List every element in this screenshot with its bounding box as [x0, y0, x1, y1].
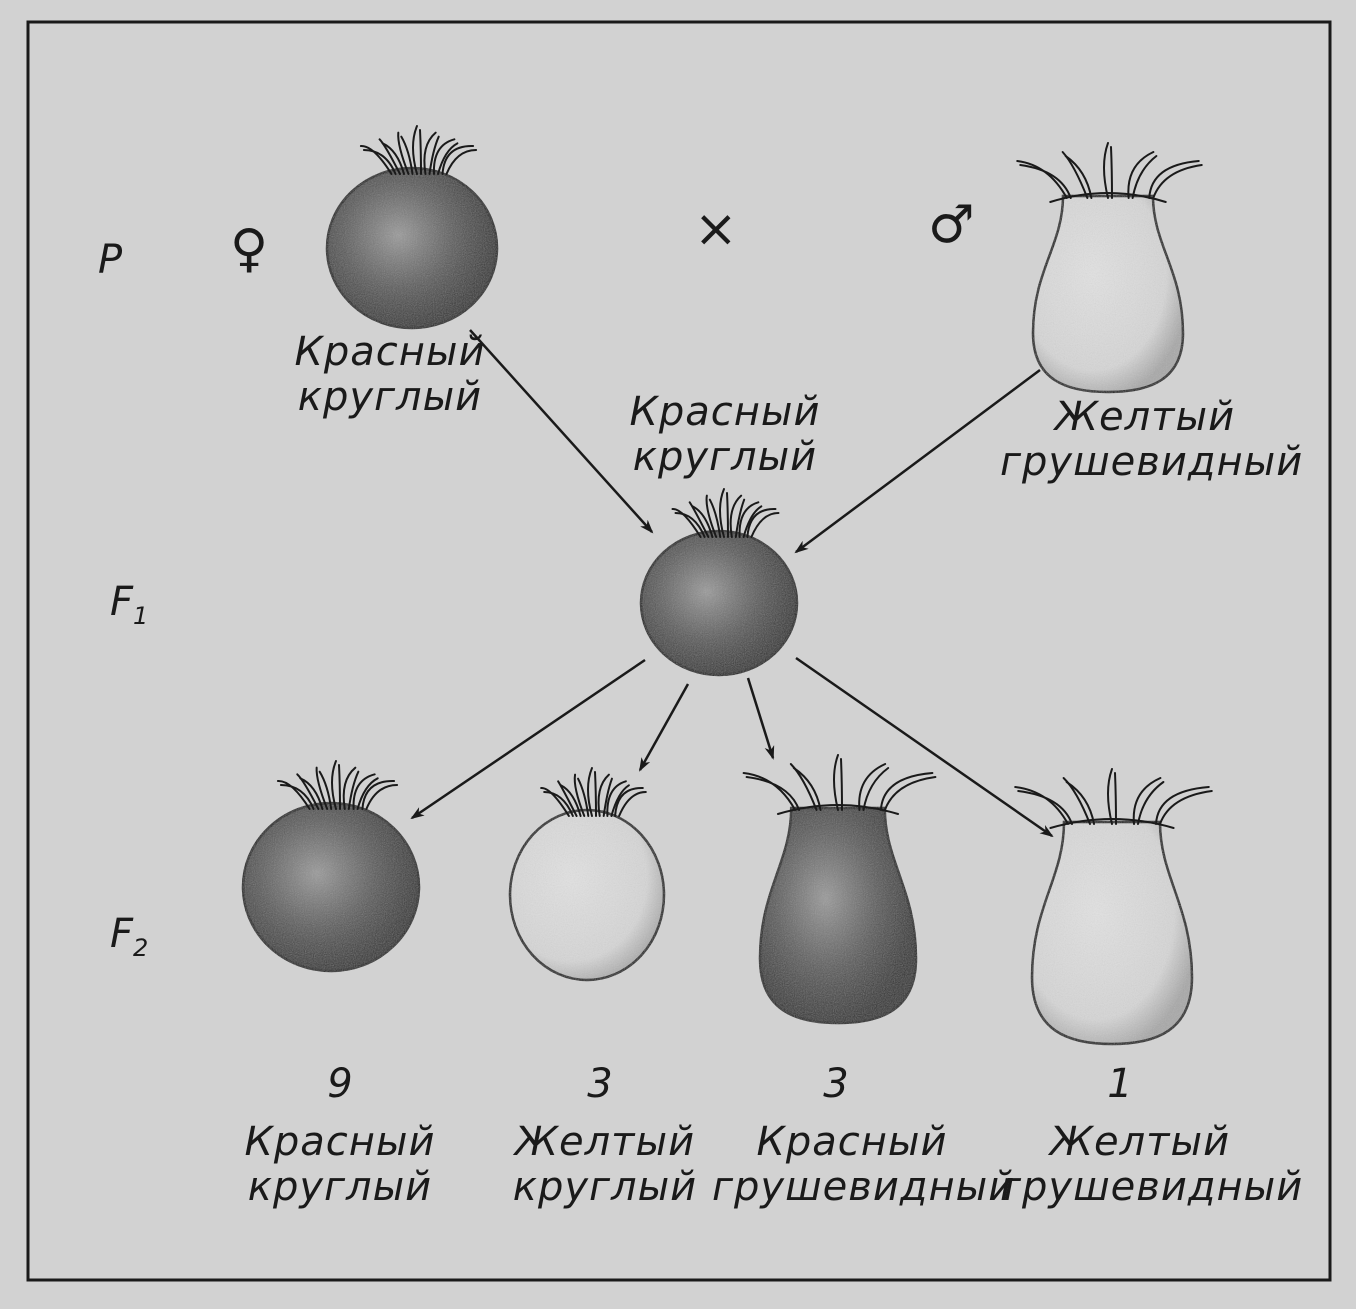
generation-f1-index: 1: [133, 602, 149, 630]
f2-ratio-3: 3: [823, 1061, 849, 1107]
f2-ratio-1: 9: [327, 1061, 353, 1107]
f2-4-shape: грушевидный: [1000, 1163, 1304, 1210]
arrow-female-to-f1: [469, 329, 654, 534]
parent-female-shape: круглый: [297, 373, 483, 420]
f2-2-shape: круглый: [512, 1163, 698, 1210]
f2-label-3: Красный грушевидный: [712, 1119, 1016, 1210]
f2-fruit-3: [742, 754, 937, 1025]
f2-1-color: Красный: [244, 1119, 436, 1165]
inheritance-arrows: [410, 329, 1054, 838]
parent-male-label: Желтый грушевидный: [1000, 394, 1304, 485]
parent-female-fruit-body: [325, 166, 499, 330]
cross-symbol: ×: [694, 199, 738, 259]
sepals-icon: [1014, 768, 1213, 829]
generation-label-f1: F1: [110, 580, 148, 630]
parent-male-fruit: [1016, 142, 1203, 394]
generation-label-f2: F2: [110, 912, 148, 962]
f2-label-4: Желтый грушевидный: [1000, 1119, 1304, 1210]
generation-label-p: P: [98, 237, 123, 283]
parent-female-color: Красный: [294, 329, 486, 375]
f1-shape: круглый: [632, 433, 818, 480]
f2-1-shape: круглый: [247, 1163, 433, 1210]
f2-ratio-2: 3: [587, 1061, 613, 1107]
f1-fruit: [639, 488, 799, 677]
f2-fruit-4-body: [1030, 820, 1194, 1046]
f1-color: Красный: [629, 389, 821, 435]
sepals-icon: [1016, 142, 1203, 203]
male-symbol: ♂: [928, 195, 975, 255]
f2-fruit-3-body: [758, 806, 918, 1025]
arrow-male-to-f1: [794, 368, 1041, 554]
sepals-icon: [742, 754, 937, 815]
f2-fruit-1-body: [241, 801, 421, 973]
parent-male-shape: грушевидный: [1000, 438, 1304, 485]
parent-male-fruit-body: [1031, 194, 1185, 394]
sepals-icon: [359, 125, 478, 175]
f2-4-color: Желтый: [1049, 1119, 1231, 1165]
f2-2-color: Желтый: [514, 1119, 696, 1165]
f2-label-1: Красный круглый: [240, 1120, 440, 1210]
female-symbol: ♀: [230, 219, 269, 279]
diagram-frame: [26, 20, 1332, 1282]
sepals-icon: [540, 767, 647, 817]
parent-female-fruit: [325, 125, 499, 330]
generation-f1-letter: F: [110, 579, 134, 625]
f2-fruit-2-body: [508, 808, 666, 982]
f2-3-shape: грушевидный: [712, 1163, 1016, 1210]
generation-f2-letter: F: [110, 911, 134, 957]
arrow-f1-to-f2-3: [746, 677, 775, 760]
f2-ratio-4: 1: [1107, 1061, 1133, 1107]
f2-fruit-4: [1014, 768, 1213, 1046]
parent-female-label: Красный круглый: [280, 330, 500, 420]
arrow-f1-to-f2-4: [795, 656, 1054, 838]
arrow-f1-to-f2-1: [410, 658, 646, 820]
f1-label: Красный круглый: [615, 390, 835, 480]
generation-f2-index: 2: [133, 934, 149, 962]
f2-3-color: Красный: [756, 1119, 948, 1165]
f2-fruit-1: [241, 760, 421, 973]
sepals-icon: [671, 488, 780, 538]
parent-male-color: Желтый: [1054, 394, 1236, 440]
arrow-f1-to-f2-2: [638, 683, 690, 772]
f2-label-2: Желтый круглый: [505, 1120, 705, 1210]
f1-fruit-body: [639, 529, 799, 677]
f2-fruit-2: [508, 767, 666, 982]
sepals-icon: [276, 760, 399, 810]
